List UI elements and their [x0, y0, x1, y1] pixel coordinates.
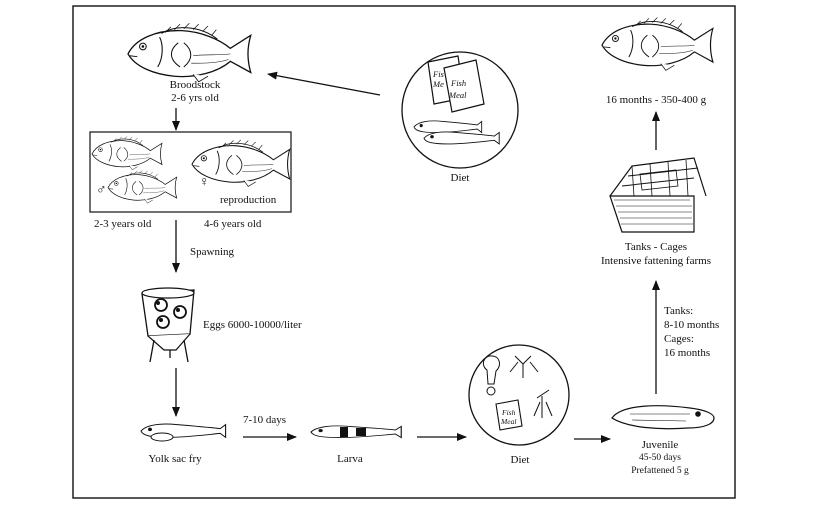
yolk-sac-fry-label: Yolk sac fry — [148, 453, 202, 465]
male-symbol: ♂ — [96, 183, 107, 198]
fish-meal-bag-3-text: Fish — [502, 408, 516, 417]
spawning-label: Spawning — [190, 246, 234, 258]
juvenile-label: Juvenile — [641, 439, 679, 451]
market-size-fish-illustration — [601, 16, 714, 71]
male-fish-illustration-2 — [107, 170, 178, 204]
fish-meal-bag-2-text: Fish — [451, 78, 467, 88]
fish-meal-bag-1-text-2: Me — [433, 79, 444, 89]
cages-duration-label: 16 months — [664, 347, 711, 359]
diagram-frame — [72, 5, 736, 499]
fish-meal-bags-illustration — [427, 55, 485, 113]
fish-meal-bag-1-text: Fis — [433, 69, 444, 79]
female-symbol: ♀ — [199, 175, 210, 190]
tanks-label: Tanks: — [664, 305, 694, 317]
eggs-label: Eggs 6000-10000/liter — [203, 319, 302, 331]
broodstock-fish-illustration — [127, 22, 252, 83]
juvenile-weight-label: Prefattened 5 g — [631, 466, 689, 476]
plankton-illustration — [482, 355, 553, 431]
broodstock-label: Broodstock — [169, 79, 221, 91]
cages-label: Cages: — [664, 333, 694, 345]
broodstock-age-label: 2-6 yrs old — [171, 92, 219, 104]
fattening-cage-illustration — [609, 157, 707, 233]
duration-7-10-days-label: 7-10 days — [243, 414, 287, 426]
diet-bottom-label: Diet — [510, 454, 530, 466]
larva-label: Larva — [337, 453, 363, 465]
tanks-duration-label: 8-10 months — [664, 319, 720, 331]
tanks-cages-label: Tanks - Cages — [624, 241, 688, 253]
egg-incubator-illustration — [141, 287, 195, 363]
arrow-diet-to-broodstock — [267, 71, 381, 96]
fish-meal-bag-2-text-2: Meal — [449, 90, 467, 100]
fish-meal-bag-3-text-2: Meal — [501, 417, 517, 426]
reproduction-label: reproduction — [220, 194, 277, 206]
male-fish-illustration-1 — [91, 136, 163, 171]
intensive-farms-label: Intensive fattening farms — [601, 255, 711, 267]
juvenile-days-label: 45-50 days — [639, 453, 681, 463]
larva-illustration — [310, 425, 402, 439]
diet-top-label: Diet — [450, 172, 470, 184]
reproduction-box — [89, 131, 292, 213]
male-age-label: 2-3 years old — [94, 218, 152, 230]
female-age-label: 4-6 years old — [204, 218, 262, 230]
juvenile-fish-illustration — [611, 405, 715, 430]
final-size-label: 16 months - 350-400 g — [605, 94, 707, 106]
